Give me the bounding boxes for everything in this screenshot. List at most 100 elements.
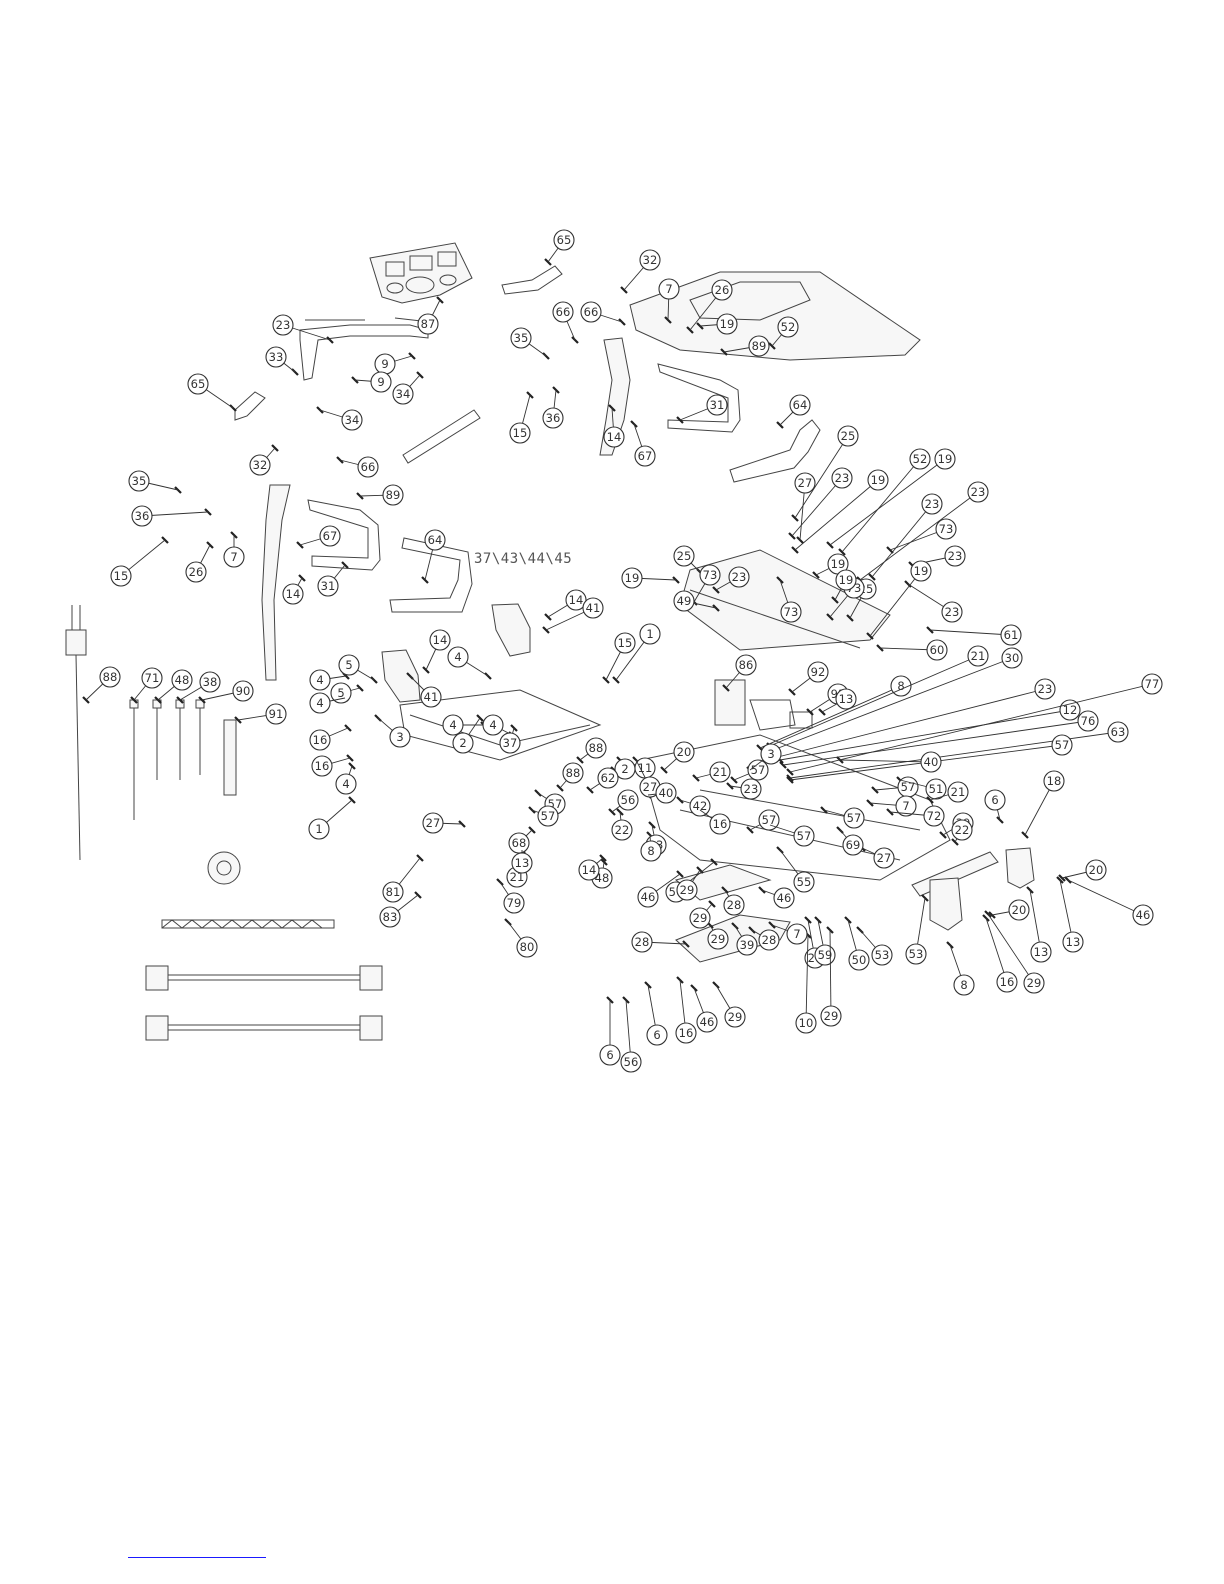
upright-right <box>599 337 631 456</box>
part-callout: 7 <box>895 795 917 817</box>
part-callout: 8 <box>953 974 975 996</box>
leader-line <box>773 688 1046 759</box>
part-callout: 42 <box>689 795 711 817</box>
part-number: 23 <box>925 497 940 511</box>
part-number: 66 <box>361 460 376 474</box>
part-callout: 16 <box>709 813 731 835</box>
handlebar-parts <box>234 265 821 483</box>
part-number: 23 <box>971 485 986 499</box>
part-callout: 32 <box>639 249 661 271</box>
part-callout: 64 <box>789 394 811 416</box>
part-callout: 29 <box>724 1006 746 1028</box>
part-callout: 67 <box>634 445 656 467</box>
part-number: 15 <box>114 569 129 583</box>
part-number: 16 <box>1000 975 1015 989</box>
part-callout: 68 <box>508 832 530 854</box>
part-callout: 19 <box>867 469 889 491</box>
part-callout: 16 <box>996 971 1018 993</box>
part-number: 8 <box>897 679 904 693</box>
part-callout: 16 <box>309 729 331 751</box>
part-number: 87 <box>421 317 436 331</box>
part-number: 16 <box>713 817 728 831</box>
part-number: 56 <box>624 1055 639 1069</box>
part-callout: 36 <box>542 407 564 429</box>
footer-link-rule <box>128 1557 266 1558</box>
part-number: 32 <box>253 458 268 472</box>
leader-line <box>829 929 832 1017</box>
part-callout: 27 <box>794 472 816 494</box>
part-number: 81 <box>386 885 401 899</box>
part-number: 23 <box>945 605 960 619</box>
part-callout: 27 <box>422 812 444 834</box>
part-number: 83 <box>383 910 398 924</box>
part-callout: 14 <box>603 426 625 448</box>
part-callout: 41 <box>582 597 604 619</box>
part-number: 29 <box>693 911 708 925</box>
rollers-covers <box>674 847 1035 963</box>
part-number: 26 <box>189 565 204 579</box>
part-number: 2 <box>459 736 466 750</box>
part-callout: 69 <box>842 834 864 856</box>
part-callout: 46 <box>637 886 659 908</box>
part-number: 46 <box>1136 908 1151 922</box>
part-number: 3 <box>396 730 403 744</box>
part-callout: 53 <box>871 944 893 966</box>
part-callout: 3 <box>760 743 782 765</box>
part-number: 15 <box>618 636 633 650</box>
part-number: 13 <box>515 856 530 870</box>
part-number: 39 <box>740 938 755 952</box>
washer-48 <box>207 851 241 885</box>
part-callout: 6 <box>984 789 1006 811</box>
part-number: 73 <box>939 522 954 536</box>
part-callout: 18 <box>1043 770 1065 792</box>
part-callout: 55 <box>793 871 815 893</box>
part-number: 80 <box>520 940 535 954</box>
part-number: 66 <box>584 305 599 319</box>
part-number: 57 <box>797 829 812 843</box>
part-callout: 22 <box>611 819 633 841</box>
part-number: 30 <box>1005 651 1020 665</box>
part-callout: 26 <box>711 279 733 301</box>
part-callout: 53 <box>905 943 927 965</box>
part-callout: 25 <box>673 545 695 567</box>
part-number: 52 <box>781 320 796 334</box>
part-number: 38 <box>203 675 218 689</box>
part-number: 64 <box>428 533 443 547</box>
part-callout: 59 <box>814 944 836 966</box>
part-number: 19 <box>720 317 735 331</box>
side-handles <box>307 499 473 613</box>
part-number: 27 <box>877 851 892 865</box>
part-callout: 1 <box>639 623 661 645</box>
leader-line <box>1067 879 1144 916</box>
part-number: 29 <box>728 1010 743 1024</box>
part-callout: 46 <box>1132 904 1154 926</box>
part-number: 20 <box>677 745 692 759</box>
part-number: 34 <box>345 413 360 427</box>
part-number: 4 <box>316 696 323 710</box>
part-number: 37 <box>503 736 518 750</box>
part-callout: 15 <box>614 632 636 654</box>
part-callout: 23 <box>740 778 762 800</box>
part-callout: 6 <box>646 1024 668 1046</box>
part-number: 20 <box>1089 863 1104 877</box>
leader-line <box>767 657 1013 753</box>
part-number: 6 <box>991 793 998 807</box>
part-callout: 23 <box>944 545 966 567</box>
part-number: 33 <box>269 350 284 364</box>
part-number: 64 <box>793 398 808 412</box>
part-callout: 26 <box>185 561 207 583</box>
leader-line <box>829 458 946 546</box>
part-number: 27 <box>426 816 441 830</box>
part-callout: 5 <box>330 682 352 704</box>
leader-line <box>985 917 1008 983</box>
part-callout: 10 <box>795 1012 817 1034</box>
leader-line <box>841 458 921 553</box>
part-number: 9 <box>377 375 384 389</box>
leader-line <box>859 491 979 581</box>
belt-38 <box>161 919 335 929</box>
part-number: 91 <box>269 707 284 721</box>
part-callout: 6 <box>599 1044 621 1066</box>
part-callout: 80 <box>516 936 538 958</box>
part-number: 14 <box>286 587 301 601</box>
